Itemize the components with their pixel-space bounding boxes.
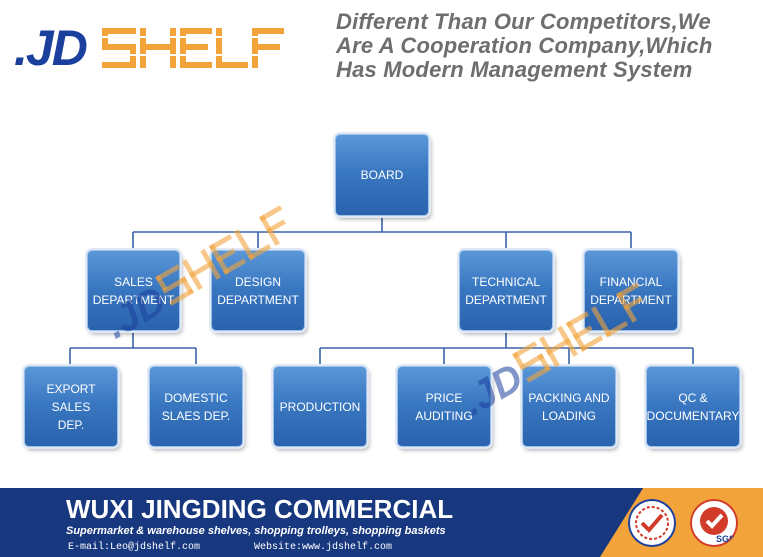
tagline: Different Than Our Competitors,We Are A … — [336, 10, 756, 82]
unit-box-production: PRODUCTION — [273, 366, 367, 447]
department-label-line: FINANCIAL — [599, 274, 663, 289]
company-name: WUXI JINGDING COMMERCIAL — [66, 494, 454, 524]
department-box-financial: FINANCIAL DEPARTMENT — [584, 250, 678, 331]
department-label-line: DEPARTMENT — [590, 292, 672, 307]
tagline-line-2: Are A Cooperation Company,Which — [336, 33, 713, 58]
logo-shelf-lettering — [98, 28, 288, 68]
unit-box-packing-loading: PACKING AND LOADING — [522, 366, 616, 447]
board-box: BOARD — [335, 134, 429, 216]
department-label-line: DEPARTMENT — [465, 292, 547, 307]
unit-box-price-auditing: PRICE AUDITING — [397, 366, 491, 447]
unit-box-qc-documentary: QC & DOCUMENTARY — [646, 366, 740, 447]
unit-label-line: DOMESTIC — [164, 390, 228, 405]
unit-label-line: PRICE AUDITING — [415, 390, 473, 423]
department-label-line: DEPARTMENT — [93, 291, 175, 309]
department-label-line: TECHNICAL — [471, 274, 540, 289]
tagline-line-1: Different Than Our Competitors,We — [336, 9, 711, 34]
department-box-technical: TECHNICAL DEPARTMENT — [459, 250, 553, 331]
certification-seal-icon — [628, 499, 676, 547]
department-label-line: DESIGN — [234, 274, 281, 289]
department-label-line: SALES — [114, 274, 153, 289]
unit-label-line: SLAES DEP. — [161, 408, 231, 423]
email-text: E-mail:Leo@jdshelf.com — [68, 542, 201, 553]
unit-label-line: LOADING — [541, 408, 596, 423]
unit-label-line: PACKING AND — [528, 390, 610, 405]
company-logo: .JD — [14, 20, 288, 76]
department-box-design: DESIGN DEPARTMENT — [211, 250, 305, 331]
footer-orange-band — [600, 488, 763, 557]
unit-label-line: QC & — [678, 390, 708, 405]
unit-label-line: EXPORT SALES — [46, 381, 96, 414]
department-label-line: DEPARTMENT — [217, 292, 299, 307]
unit-label-line: DOCUMENTARY — [646, 408, 740, 423]
department-box-sales: SALES DEPARTMENT — [87, 250, 180, 331]
board-label: BOARD — [360, 168, 404, 182]
tagline-line-3: Has Modern Management System — [336, 57, 693, 82]
sgs-label: SGS — [716, 534, 735, 544]
unit-box-export-sales: EXPORT SALES DEP. — [24, 366, 118, 447]
unit-label-line: PRODUCTION — [279, 399, 361, 414]
website-text: Website:www.jdshelf.com — [254, 542, 393, 553]
unit-box-domestic-sales: DOMESTIC SLAES DEP. — [149, 366, 243, 447]
logo-jd-text: .JD — [14, 20, 88, 76]
sgs-seal-icon: SGS — [690, 499, 738, 547]
unit-label-line: DEP. — [57, 417, 85, 432]
company-subtitle: Supermarket & warehouse shelves, shoppin… — [66, 525, 446, 537]
